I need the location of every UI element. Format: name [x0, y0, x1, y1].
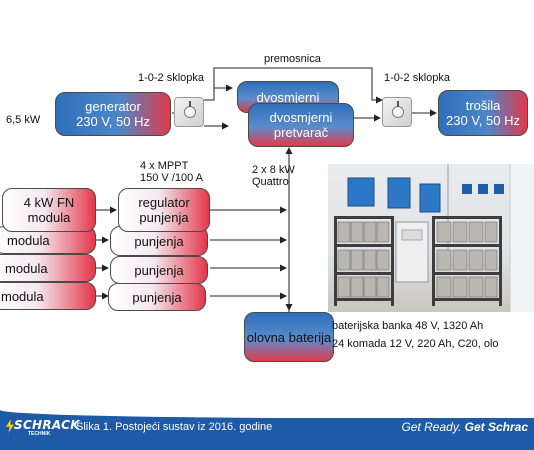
pv-module-sub: modula	[27, 210, 71, 225]
regulator-box-1: regulator punjenja	[118, 188, 210, 232]
switch-right-icon	[382, 97, 412, 127]
mppt-label-1: 4 x MPPT	[140, 160, 189, 172]
logo-brand: SCHRACK	[14, 418, 80, 432]
regulator-label-2: punjenja	[134, 233, 184, 249]
installation-photo	[328, 164, 534, 312]
pv-module-label-3: modula	[5, 260, 48, 276]
battery-label: olovna baterija	[246, 329, 332, 345]
pv-module-title: 4 kW FN	[23, 195, 75, 210]
regulator-sub: punjenja	[139, 210, 189, 225]
regulator-label-4: punjenja	[132, 289, 182, 305]
slogan-a: Get Ready.	[401, 420, 462, 434]
inverter-label-1: 2 x 8 kW	[252, 164, 295, 176]
schrack-logo: SCHRACK TECHNIK	[6, 418, 80, 437]
installation-photo-drawing	[334, 164, 534, 312]
generator-spec: 230 V, 50 Hz	[76, 114, 150, 129]
battery-box: olovna baterija	[244, 312, 334, 362]
bank-label-2: 24 komada 12 V, 220 Ah, C20, olo	[332, 338, 499, 350]
regulator-title: regulator	[138, 195, 190, 210]
bolt-icon	[6, 419, 14, 433]
bank-label-1: baterijska banka 48 V, 1320 Ah	[332, 320, 484, 332]
pv-module-box-4: modula	[0, 282, 96, 310]
loads-title: trošila	[465, 98, 501, 113]
inverter-label-2: Quattro	[252, 176, 289, 188]
pv-module-box-1: 4 kW FN modula	[2, 188, 96, 232]
power-label: 6,5 kW	[6, 114, 41, 126]
inverter-back-label: dvosmjerni	[256, 89, 320, 105]
figure-caption: Slika 1. Postojeći sustav iz 2016. godin…	[76, 421, 273, 433]
regulator-box-4: punjenja	[108, 283, 206, 311]
pv-module-box-3: modula	[0, 254, 96, 282]
switch-right-label: 1-0-2 sklopka	[384, 72, 451, 84]
slogan: Get Ready. Get Schrac	[401, 420, 528, 434]
loads-spec: 230 V, 50 Hz	[446, 113, 520, 128]
inverter-front-box: dvosmjerni pretvarač	[248, 103, 354, 147]
footer-bar	[0, 410, 534, 450]
mppt-label-2: 150 V /100 A	[140, 172, 203, 184]
footer-wave	[0, 410, 534, 418]
generator-box: generator 230 V, 50 Hz	[55, 92, 171, 136]
logo-sub: TECHNIK	[28, 431, 51, 437]
inverter-front-label-1: dvosmjerni	[269, 110, 333, 125]
switch-left-icon	[174, 97, 204, 127]
regulator-box-3: punjenja	[110, 256, 208, 284]
pv-module-label-2: modula	[7, 232, 50, 248]
bypass-label: premosnica	[264, 53, 321, 65]
slogan-b: Get Schrac	[464, 420, 528, 434]
line-bypass	[213, 67, 383, 104]
generator-title: generator	[85, 99, 141, 114]
switch-left-label: 1-0-2 sklopka	[138, 72, 205, 84]
pv-module-label-4: modula	[1, 288, 44, 304]
line-switch-inverter-top	[204, 84, 233, 101]
loads-box: trošila 230 V, 50 Hz	[438, 90, 528, 136]
regulator-label-3: punjenja	[134, 262, 184, 278]
inverter-front-label-2: pretvarač	[273, 125, 329, 140]
